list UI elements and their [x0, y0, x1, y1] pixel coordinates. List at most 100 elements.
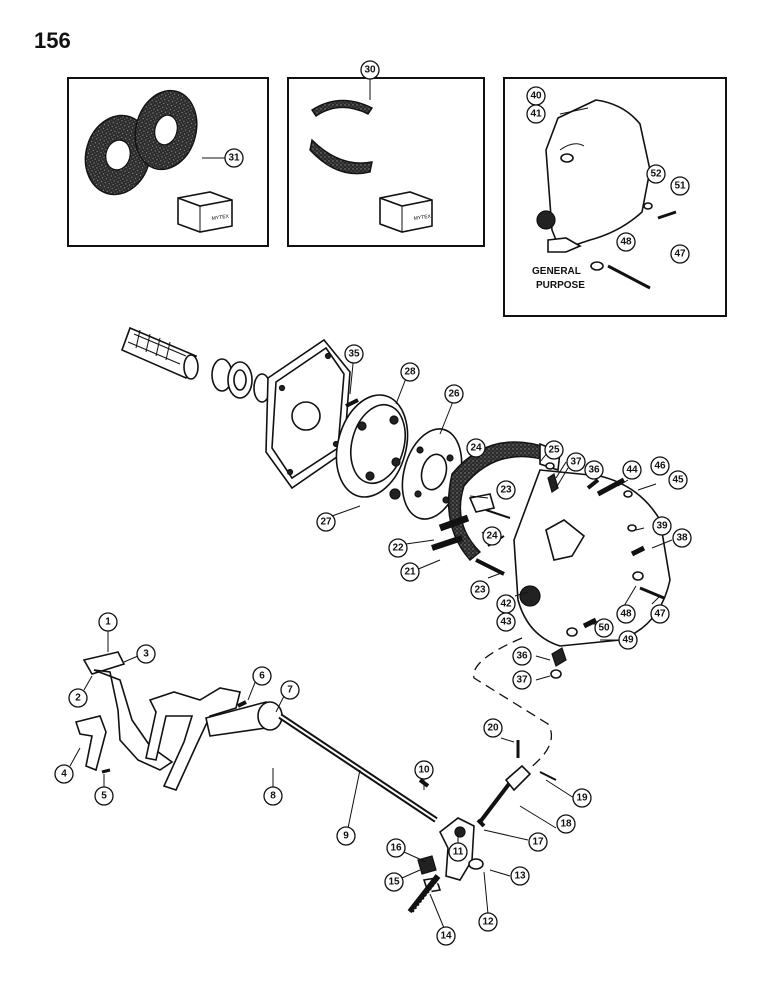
- svg-text:18: 18: [560, 819, 572, 830]
- callout-44: 44: [622, 460, 642, 480]
- callout-36-lower: 36: [512, 646, 532, 666]
- svg-text:42: 42: [500, 599, 512, 610]
- svg-text:14: 14: [440, 931, 452, 942]
- svg-text:17: 17: [532, 837, 544, 848]
- callout-47: 47: [650, 604, 670, 624]
- callout-16: 16: [386, 838, 406, 858]
- svg-text:16: 16: [390, 843, 402, 854]
- svg-text:11: 11: [453, 847, 464, 858]
- svg-text:28: 28: [404, 367, 416, 378]
- svg-text:3: 3: [143, 649, 149, 660]
- callout-48: 48: [616, 604, 636, 624]
- svg-text:6: 6: [259, 671, 265, 682]
- callout-38: 38: [672, 528, 692, 548]
- svg-text:43: 43: [500, 617, 512, 628]
- washer-52: [643, 202, 653, 210]
- callout-20: 20: [483, 718, 503, 738]
- callout-49: 49: [618, 630, 638, 650]
- callout-40: 40: [526, 86, 546, 106]
- callout-18: 18: [556, 814, 576, 834]
- callout-19: 19: [572, 788, 592, 808]
- svg-text:31: 31: [228, 153, 240, 164]
- callout-35: 35: [344, 344, 364, 364]
- cover-plate: [545, 99, 651, 251]
- package-label-a: MYTEX: [211, 214, 230, 222]
- svg-text:48: 48: [620, 237, 632, 248]
- callout-13: 13: [510, 866, 530, 886]
- callout-42: 42: [496, 594, 516, 614]
- svg-text:5: 5: [101, 791, 107, 802]
- svg-text:12: 12: [482, 917, 494, 928]
- svg-text:7: 7: [287, 685, 293, 696]
- svg-text:36: 36: [588, 465, 600, 476]
- callout-12: 12: [478, 912, 498, 932]
- brake-shoe-lower: [309, 138, 373, 175]
- callout-47-inset: 47: [670, 244, 690, 264]
- svg-text:44: 44: [626, 465, 638, 476]
- svg-text:47: 47: [674, 249, 686, 260]
- svg-text:45: 45: [672, 475, 684, 486]
- svg-text:21: 21: [404, 567, 416, 578]
- callout-3: 3: [136, 644, 156, 664]
- callout-48-inset: 48: [616, 232, 636, 252]
- callout-26: 26: [444, 384, 464, 404]
- package-label-b: MYTEX: [413, 214, 432, 222]
- svg-text:13: 13: [514, 871, 526, 882]
- linkage-dashed-line: [473, 637, 553, 769]
- general-purpose-label-line2: PURPOSE: [536, 280, 585, 291]
- svg-text:24: 24: [486, 531, 498, 542]
- svg-text:15: 15: [388, 877, 400, 888]
- callout-11: 11: [448, 842, 468, 862]
- callout-50: 50: [594, 618, 614, 638]
- svg-text:30: 30: [364, 65, 376, 76]
- lever-assembly: [407, 817, 484, 915]
- inset-brake-shoes: MYTEX: [287, 77, 485, 247]
- svg-text:9: 9: [343, 831, 349, 842]
- inset-general-purpose-cover: GENERAL PURPOSE: [503, 77, 727, 317]
- callout-37-upper: 37: [566, 452, 586, 472]
- callout-27: 27: [316, 512, 336, 532]
- mytex-package-a: MYTEX: [177, 191, 233, 233]
- brake-shoe-upper: [311, 99, 374, 117]
- callout-8: 8: [263, 786, 283, 806]
- svg-text:50: 50: [598, 623, 610, 634]
- svg-text:48: 48: [620, 609, 632, 620]
- callout-36-upper: 36: [584, 460, 604, 480]
- svg-text:37: 37: [570, 457, 582, 468]
- svg-text:22: 22: [392, 543, 404, 554]
- callout-37-lower: 37: [512, 670, 532, 690]
- general-purpose-label-line1: GENERAL: [532, 266, 581, 277]
- svg-text:19: 19: [576, 793, 588, 804]
- callouts: 31 30 40 41 52 51 48 47 1 2 3 4 5 6 7 8 …: [54, 60, 692, 946]
- page-number: 156: [34, 28, 71, 53]
- svg-text:36: 36: [516, 651, 528, 662]
- housing-cover: [513, 469, 671, 647]
- callout-22: 22: [388, 538, 408, 558]
- callout-2: 2: [68, 688, 88, 708]
- callout-7: 7: [280, 680, 300, 700]
- svg-text:23: 23: [500, 485, 512, 496]
- callout-21: 21: [400, 562, 420, 582]
- svg-text:38: 38: [676, 533, 688, 544]
- callout-43: 43: [496, 612, 516, 632]
- friction-disc-left: [84, 114, 152, 196]
- callout-28: 28: [400, 362, 420, 382]
- callout-46: 46: [650, 456, 670, 476]
- piston-ring-28: [335, 394, 409, 498]
- callout-31: 31: [224, 148, 244, 168]
- callout-1: 1: [98, 612, 118, 632]
- svg-text:51: 51: [674, 181, 686, 192]
- callout-52: 52: [646, 164, 666, 184]
- svg-text:2: 2: [75, 693, 81, 704]
- svg-text:41: 41: [530, 109, 542, 120]
- callout-41: 41: [526, 104, 546, 124]
- svg-text:47: 47: [654, 609, 666, 620]
- callout-24-upper: 24: [466, 438, 486, 458]
- callout-23-upper: 23: [496, 480, 516, 500]
- svg-text:49: 49: [622, 635, 634, 646]
- friction-disc-right: [134, 89, 198, 171]
- bearing: [211, 358, 271, 403]
- callout-9: 9: [336, 826, 356, 846]
- svg-text:10: 10: [418, 765, 430, 776]
